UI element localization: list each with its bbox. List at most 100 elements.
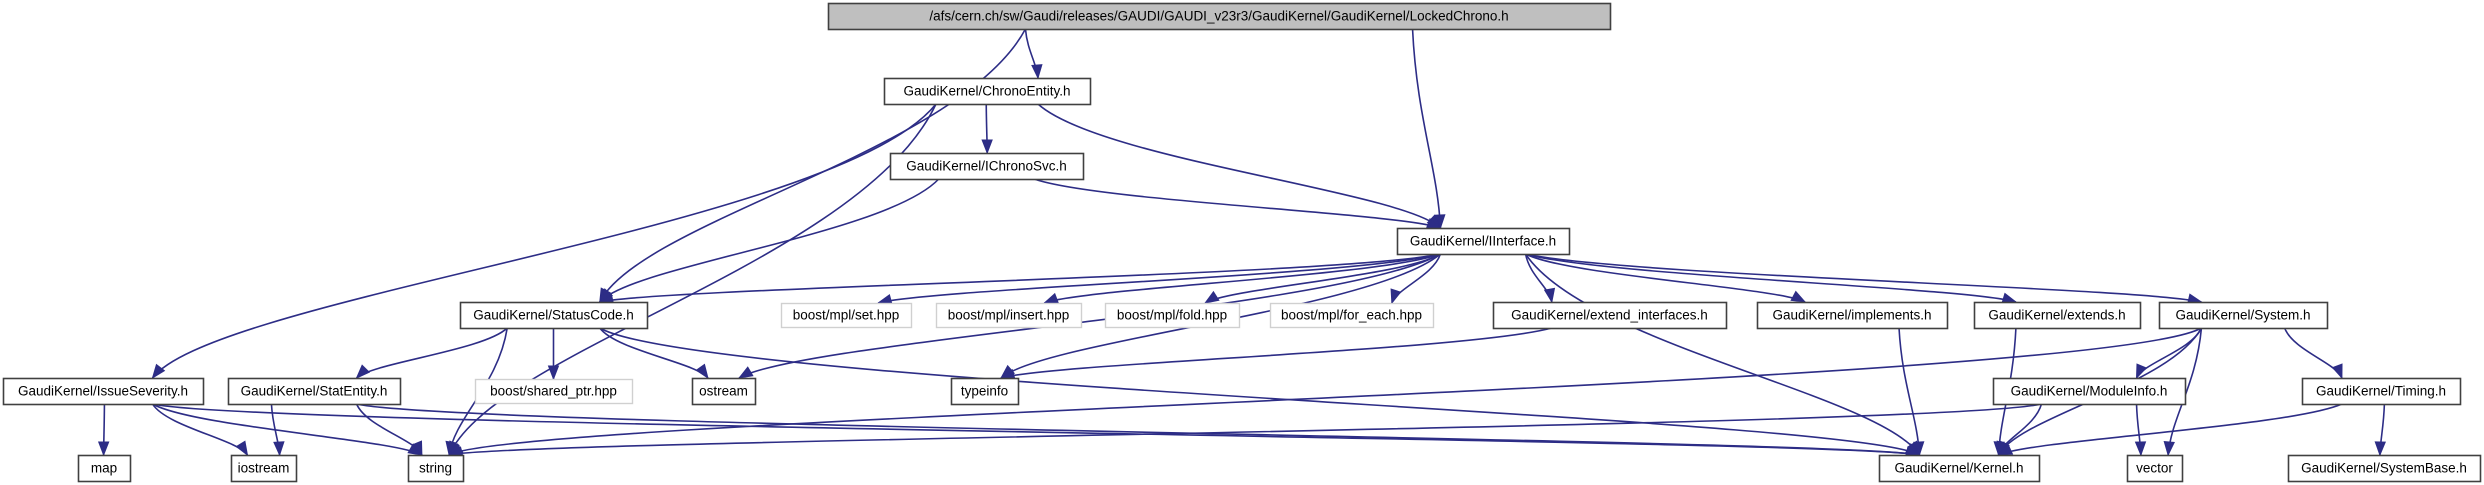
graph-edge (1525, 253, 2202, 303)
graph-node-mplforeach[interactable]: boost/mpl/for_each.hpp (1269, 302, 1435, 329)
edge-arrowhead (355, 364, 371, 379)
edge-arrowhead (1996, 440, 2008, 457)
edge-arrowhead (273, 441, 285, 457)
node-box[interactable] (2158, 301, 2329, 330)
graph-node-iostream[interactable]: iostream (230, 454, 298, 483)
edge-arrowhead (1031, 64, 1043, 80)
graph-edge (1411, 28, 1442, 229)
graph-node-extends[interactable]: GaudiKernel/extends.h (1973, 301, 2142, 330)
node-box[interactable] (1396, 227, 1571, 256)
edge-arrowhead (1790, 290, 1807, 303)
graph-edge (1034, 178, 1441, 229)
node-box[interactable] (1973, 301, 2142, 330)
graph-edge (599, 327, 709, 379)
node-box[interactable] (1878, 454, 2041, 483)
node-box[interactable] (950, 377, 1020, 406)
graph-node-moduleinfo[interactable]: GaudiKernel/ModuleInfo.h (1992, 377, 2187, 406)
node-box[interactable] (459, 301, 649, 330)
graph-edge (2283, 327, 2343, 379)
graph-edge (1525, 253, 2017, 303)
node-box[interactable] (2, 377, 205, 406)
graph-edge (151, 103, 937, 379)
graph-node-system[interactable]: GaudiKernel/System.h (2158, 301, 2329, 330)
graph-node-systembase[interactable]: GaudiKernel/SystemBase.h (2287, 454, 2482, 483)
edge-arrowhead (97, 441, 110, 457)
edge-arrowhead (981, 139, 993, 155)
graph-node-chronoentity[interactable]: GaudiKernel/ChronoEntity.h (883, 77, 1092, 106)
graph-node-mplfold[interactable]: boost/mpl/fold.hpp (1104, 302, 1241, 329)
graph-node-iinterface[interactable]: GaudiKernel/IInterface.h (1396, 227, 1571, 256)
graph-edge (448, 327, 2202, 456)
node-box[interactable] (883, 77, 1092, 106)
graph-node-mplinsert[interactable]: boost/mpl/insert.hpp (935, 302, 1083, 329)
node-box[interactable] (1992, 377, 2187, 406)
graph-edge (2135, 327, 2203, 379)
graph-node-string[interactable]: string (407, 454, 465, 483)
node-box[interactable] (827, 2, 1612, 31)
node-box[interactable] (1756, 301, 1949, 330)
graph-node-mplset[interactable]: boost/mpl/set.hpp (780, 302, 913, 329)
graph-edge (1524, 253, 1921, 456)
edge-arrowhead (445, 440, 457, 457)
node-box[interactable] (1492, 301, 1728, 330)
graph-edge (599, 327, 1920, 456)
graph-node-vector[interactable]: vector (2126, 454, 2184, 483)
edge-arrowhead (1997, 444, 2014, 456)
edge-arrowhead (411, 440, 423, 457)
node-box[interactable] (77, 454, 132, 483)
edge-arrowhead (2135, 363, 2148, 380)
graph-node-issueseverity[interactable]: GaudiKernel/IssueSeverity.h (2, 377, 205, 406)
node-box[interactable] (889, 152, 1085, 181)
graph-edge (1044, 253, 1441, 304)
graph-node-statuscode[interactable]: GaudiKernel/StatusCode.h (459, 301, 649, 330)
node-box[interactable] (227, 377, 402, 406)
edge-arrowhead (2331, 363, 2343, 380)
graph-node-kernel[interactable]: GaudiKernel/Kernel.h (1878, 454, 2041, 483)
node-box[interactable] (1104, 302, 1241, 329)
graph-node-statentity[interactable]: GaudiKernel/StatEntity.h (227, 377, 402, 406)
node-box[interactable] (2287, 454, 2482, 483)
edge-arrowhead (1203, 290, 1220, 304)
graph-node-ostream[interactable]: ostream (691, 377, 757, 406)
edge-arrowhead (2001, 292, 2018, 304)
edge-arrowhead (1043, 292, 1060, 304)
node-box[interactable] (2301, 377, 2462, 406)
edge-arrowhead (2374, 441, 2387, 457)
edge-arrowhead (2134, 441, 2147, 457)
node-box[interactable] (1269, 302, 1435, 329)
graph-edge (152, 403, 423, 456)
graph-node-typeinfo[interactable]: typeinfo (950, 377, 1020, 406)
node-box[interactable] (691, 377, 757, 406)
node-box[interactable] (780, 302, 913, 329)
graph-edge (1037, 103, 1441, 229)
graph-node-extendinterfaces[interactable]: GaudiKernel/extend_interfaces.h (1492, 301, 1728, 330)
graph-node-root[interactable]: /afs/cern.ch/sw/Gaudi/releases/GAUDI/GAU… (827, 2, 1612, 31)
node-box[interactable] (474, 378, 634, 405)
graph-edge (1204, 253, 1441, 304)
edge-arrowhead (151, 363, 166, 380)
graph-node-implements[interactable]: GaudiKernel/implements.h (1756, 301, 1949, 330)
edge-arrowhead (737, 366, 754, 379)
graph-edge (599, 253, 1441, 303)
node-box[interactable] (935, 302, 1083, 329)
graph-edge (1998, 403, 2343, 456)
edge-arrowhead (695, 363, 709, 380)
graph-node-ichronosvc[interactable]: GaudiKernel/IChronoSvc.h (889, 152, 1085, 181)
graph-edge (1525, 253, 1806, 303)
node-box[interactable] (2126, 454, 2184, 483)
edge-arrowhead (1543, 287, 1556, 304)
graph-edge (599, 178, 940, 303)
edge-arrowhead (235, 440, 249, 457)
node-box[interactable] (230, 454, 298, 483)
graph-edge (599, 28, 1027, 303)
edge-arrowhead (2163, 441, 2175, 457)
node-box[interactable] (407, 454, 465, 483)
graph-node-sharedptr[interactable]: boost/shared_ptr.hpp (474, 378, 634, 405)
graph-node-map[interactable]: map (77, 454, 132, 483)
graph-node-timing[interactable]: GaudiKernel/Timing.h (2301, 377, 2462, 406)
graph-edge (448, 403, 2042, 456)
graph-edge (877, 253, 1441, 304)
